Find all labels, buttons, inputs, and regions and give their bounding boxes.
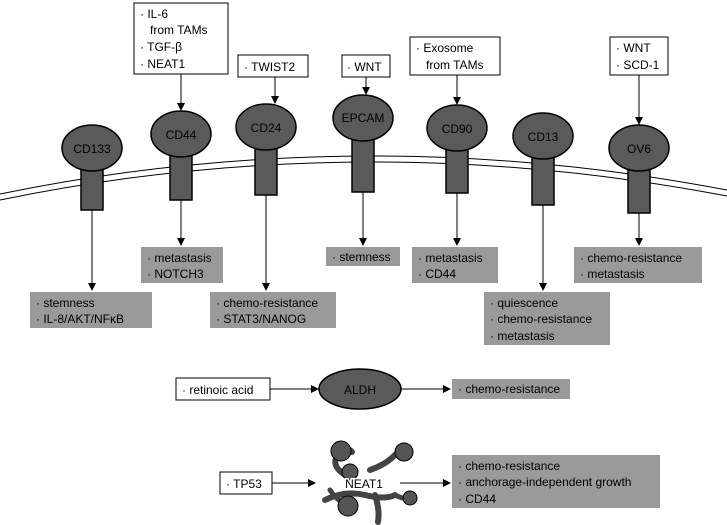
receptor-cd133: CD133 xyxy=(61,124,123,211)
aldh-output-text: · chemo-resistance xyxy=(458,382,560,396)
regulator-text: · SCD-1 xyxy=(616,58,660,72)
outcome-text: · metastasis xyxy=(490,329,555,343)
outcome-text: · chemo-resistance xyxy=(490,312,592,326)
receptor-cd44: CD44 xyxy=(150,110,212,201)
aldh-input-text: · retinoic acid xyxy=(182,383,253,397)
outcome-text: · STAT3/NANOG xyxy=(216,312,306,326)
outcome-box-cd133: · stemness · IL-8/AKT/NFκB xyxy=(30,292,152,328)
aldh-label: ALDH xyxy=(344,383,376,397)
neat1-input-text: · TP53 xyxy=(226,477,262,491)
outcome-box-cd90: · metastasis · CD44 xyxy=(412,247,498,283)
outcome-text: · metastasis xyxy=(147,251,212,265)
outcome-text: · stemness xyxy=(36,296,95,310)
regulator-text: · TGF-β xyxy=(140,40,182,54)
regulator-text: · TWIST2 xyxy=(244,60,295,74)
outcome-box-ov6: · chemo-resistance · metastasis xyxy=(574,247,702,283)
outcome-box-epcam: · stemness xyxy=(326,247,400,266)
regulator-text: · WNT xyxy=(616,41,651,55)
regulator-box-cd24: · TWIST2 xyxy=(237,54,309,78)
regulator-box-ov6: · WNT · SCD-1 xyxy=(609,36,669,76)
neat1-input-box: · TP53 xyxy=(219,471,273,495)
receptor-cd13: CD13 xyxy=(512,112,574,206)
outcome-text: · metastasis xyxy=(580,267,645,281)
outcome-text: · stemness xyxy=(332,250,391,264)
receptor-label: CD133 xyxy=(73,142,111,156)
receptor-label: OV6 xyxy=(627,142,651,156)
receptor-ov6: OV6 xyxy=(608,124,670,214)
regulator-text: · WNT xyxy=(347,60,382,74)
regulator-box-epcam: · WNT xyxy=(341,54,391,78)
outcome-text: · chemo-resistance xyxy=(580,251,682,265)
regulator-text: · NEAT1 xyxy=(140,57,185,71)
neat1-lncrna-icon: NEAT1 xyxy=(322,440,418,525)
neat1-output-box: · chemo-resistance · anchorage-independe… xyxy=(452,455,660,508)
outcome-box-cd44: · metastasis · NOTCH3 xyxy=(141,247,223,283)
regulator-text: · IL-6 xyxy=(140,7,168,21)
receptor-label: CD24 xyxy=(251,121,282,135)
outcome-text: · CD44 xyxy=(418,267,456,281)
regulator-text: · Exosome xyxy=(416,41,474,55)
regulator-text: from TAMs xyxy=(416,58,484,72)
receptor-cd90: CD90 xyxy=(426,104,488,194)
outcome-text: · chemo-resistance xyxy=(216,296,318,310)
neat1-output-text: · CD44 xyxy=(458,492,496,506)
outcome-text: · IL-8/AKT/NFκB xyxy=(36,312,124,326)
outcome-box-cd13: · quiescence · chemo-resistance · metast… xyxy=(484,292,610,345)
neat1-output-text: · chemo-resistance xyxy=(458,459,560,473)
receptor-cd24: CD24 xyxy=(235,103,297,196)
aldh-input-box: · retinoic acid xyxy=(175,377,271,401)
regulator-box-cd90: · Exosome from TAMs xyxy=(409,36,501,76)
aldh-enzyme: ALDH xyxy=(318,368,402,410)
receptor-label: EPCAM xyxy=(342,111,385,125)
regulator-box-cd44: · IL-6 from TAMs · TGF-β · NEAT1 xyxy=(133,2,229,75)
regulator-text: from TAMs xyxy=(140,23,208,37)
outcome-text: · NOTCH3 xyxy=(147,267,204,281)
receptor-label: CD13 xyxy=(528,130,559,144)
neat1-label: NEAT1 xyxy=(345,477,383,491)
aldh-output-box: · chemo-resistance xyxy=(452,379,570,399)
outcome-text: · metastasis xyxy=(418,251,483,265)
receptor-label: CD90 xyxy=(442,122,473,136)
receptor-epcam: EPCAM xyxy=(332,94,394,193)
receptor-label: CD44 xyxy=(166,128,197,142)
outcome-box-cd24: · chemo-resistance · STAT3/NANOG xyxy=(210,292,336,328)
outcome-text: · quiescence xyxy=(490,296,558,310)
neat1-output-text: · anchorage-independent growth xyxy=(458,475,631,489)
